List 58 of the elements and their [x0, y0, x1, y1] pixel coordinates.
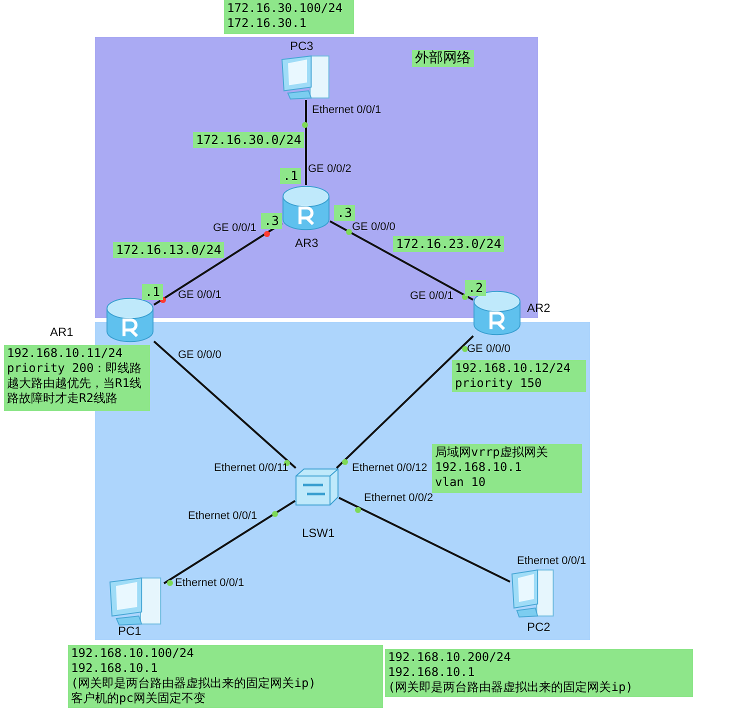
port-label: Ethernet 0/0/11 — [214, 462, 288, 475]
note-text: priority 200：即线路越大路由越优先，当R1线路故障时才走R2线路 — [7, 361, 143, 406]
device-name: LSW1 — [302, 526, 335, 540]
port-label: GE 0/0/0 — [352, 221, 396, 234]
address-label: .1 — [142, 284, 164, 300]
port-label: GE 0/0/1 — [410, 290, 454, 303]
connection-line — [305, 100, 307, 185]
note-text: 192.168.10.12/24 — [455, 361, 571, 376]
note-box — [224, 0, 354, 34]
device-name: PC1 — [118, 624, 142, 638]
note-box — [385, 649, 693, 697]
edge-label: 172.16.30.0/24 — [193, 132, 304, 148]
connection-line — [336, 335, 474, 469]
port-label: Ethernet 0/0/1 — [312, 104, 382, 117]
note-text: 192.168.10.1 — [435, 460, 522, 475]
note-text: 172.16.30.100/24 — [227, 1, 343, 16]
port-label: GE 0/0/0 — [467, 343, 510, 356]
port-label: Ethernet 0/0/1 — [175, 577, 244, 590]
note-text: priority 150 — [455, 376, 542, 391]
edge-label: 172.16.13.0/24 — [113, 242, 224, 258]
connection-line — [153, 340, 296, 469]
address-label: .3 — [334, 205, 356, 221]
address-label: .2 — [465, 280, 486, 296]
port-label: GE 0/0/1 — [213, 222, 256, 235]
device-name: AR2 — [527, 301, 550, 315]
note-text: 172.16.30.1 — [227, 16, 306, 31]
device-name: AR1 — [50, 325, 74, 339]
note-box — [452, 360, 586, 392]
port-label: Ethernet 0/0/12 — [352, 462, 428, 475]
note-text: 192.168.10.1 — [388, 665, 475, 680]
port-label: GE 0/0/0 — [178, 349, 222, 362]
note-text: 局域网vrrp虚拟网关 — [435, 445, 548, 460]
port-label: Ethernet 0/0/1 — [517, 555, 586, 568]
zone-label: 外部网络 — [412, 50, 474, 67]
note-text: 客户机的pc网关固定不变 — [71, 691, 206, 706]
note-text: 192.168.10.11/24 — [7, 346, 123, 361]
connection-line — [163, 500, 296, 584]
address-label: .1 — [280, 168, 302, 184]
note-text: vlan 10 — [435, 475, 486, 490]
device-name: AR3 — [295, 236, 318, 250]
note-text: 192.168.10.200/24 — [388, 650, 511, 665]
note-text: 192.168.10.100/24 — [71, 646, 194, 661]
note-box — [432, 444, 582, 493]
note-box — [68, 645, 383, 708]
port-label: GE 0/0/1 — [178, 289, 222, 302]
device-name: PC2 — [527, 620, 550, 634]
note-text: (网关即是两台路由器虚拟出来的固定网关ip) — [388, 680, 633, 695]
address-label: .3 — [261, 213, 282, 229]
device-name: PC3 — [290, 39, 314, 53]
connection-line — [330, 220, 474, 301]
port-label: Ethernet 0/0/1 — [188, 510, 258, 523]
port-label: GE 0/0/2 — [308, 163, 352, 176]
note-text: (网关即是两台路由器虚拟出来的固定网关ip) — [71, 676, 316, 691]
connection-line — [338, 496, 510, 583]
note-box — [4, 345, 150, 411]
note-text: 192.168.10.1 — [71, 661, 158, 676]
port-label: Ethernet 0/0/2 — [364, 492, 434, 505]
edge-label: 172.16.23.0/24 — [393, 236, 504, 252]
